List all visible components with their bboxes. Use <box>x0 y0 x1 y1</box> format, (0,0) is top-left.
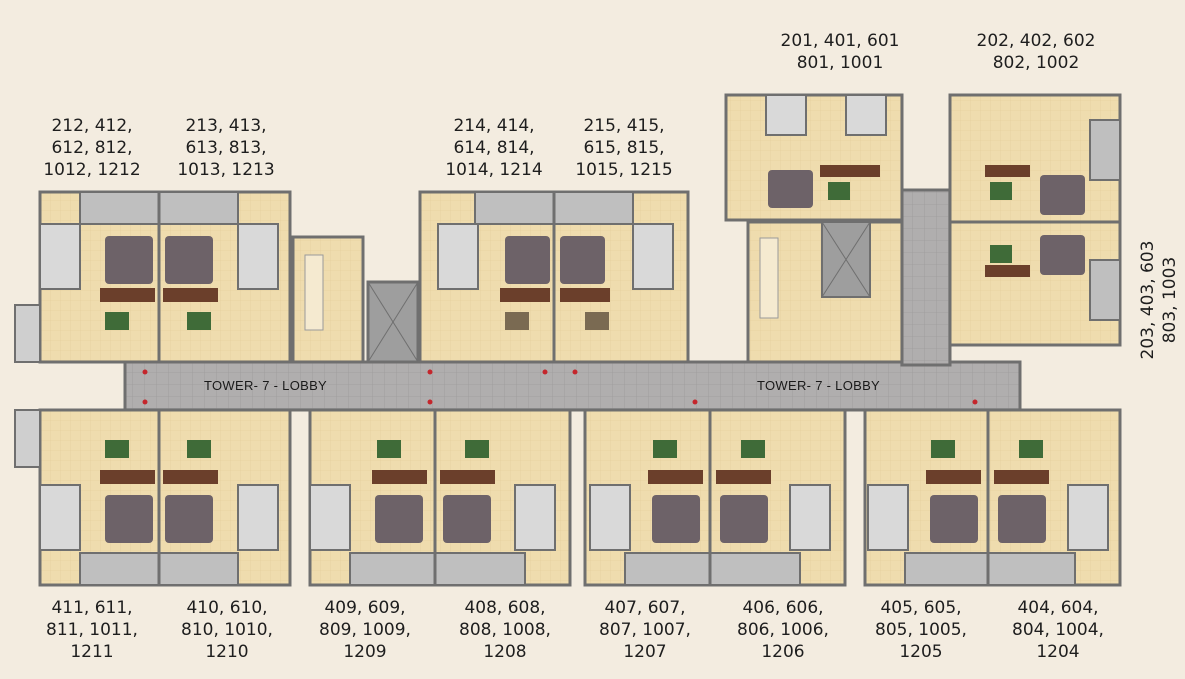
apartment-block-top-right <box>724 93 1122 347</box>
unit-label-406: 406, 606, 806, 1006, 1206 <box>737 598 829 662</box>
unit-label-410: 410, 610, 810, 1010, 1210 <box>181 598 273 662</box>
lobby-markers <box>142 369 978 405</box>
unit-label-409: 409, 609, 809, 1009, 1209 <box>319 598 411 662</box>
apartment-block-bottom-1 <box>14 408 292 587</box>
unit-label-404: 404, 604, 804, 1004, 1204 <box>1012 598 1104 662</box>
unit-label-408: 408, 608, 808, 1008, 1208 <box>459 598 551 662</box>
unit-label-407: 407, 607, 807, 1007, 1207 <box>599 598 691 662</box>
lobby-label-left: TOWER- 7 - LOBBY <box>204 378 328 393</box>
unit-label-405: 405, 605, 805, 1005, 1205 <box>875 598 967 662</box>
apartment-block-top-left <box>14 190 292 364</box>
vertical-lobby-corridor <box>900 188 952 367</box>
unit-label-214: 214, 414, 614, 814, 1014, 1214 <box>445 116 543 180</box>
unit-label-212: 212, 412, 612, 812, 1012, 1212 <box>43 116 141 180</box>
apartment-block-bottom-3 <box>583 408 847 587</box>
lobby-label-right: TOWER- 7 - LOBBY <box>757 378 881 393</box>
unit-label-411: 411, 611, 811, 1011, 1211 <box>46 598 138 662</box>
apartment-block-bottom-2 <box>308 408 572 587</box>
top-right-core <box>746 220 904 364</box>
unit-label-202: 202, 402, 602 802, 1002 <box>976 31 1096 73</box>
unit-label-215: 215, 415, 615, 815, 1015, 1215 <box>575 116 673 180</box>
apartment-block-bottom-4 <box>863 408 1122 587</box>
unit-label-213: 213, 413, 613, 813, 1013, 1213 <box>177 116 275 180</box>
unit-label-203: 203, 403, 603 803, 1003 <box>1138 240 1180 360</box>
stair-lift-block <box>291 235 420 364</box>
unit-label-201: 201, 401, 601 801, 1001 <box>780 31 900 73</box>
main-lobby-corridor <box>123 360 1022 412</box>
apartment-block-top-middle <box>418 190 690 364</box>
